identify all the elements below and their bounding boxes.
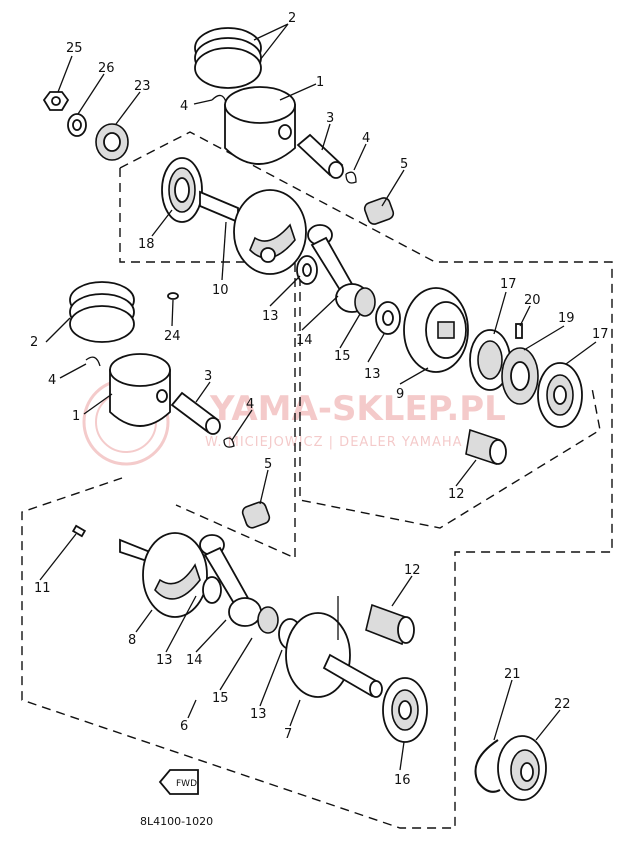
piston-pin-lower (170, 391, 221, 435)
callout-12-lower: 12 (404, 563, 421, 578)
callout-5-upper: 5 (400, 157, 408, 172)
middle-bearing-outline (299, 262, 601, 529)
piston-pin-upper (296, 133, 344, 179)
callout-17-right: 17 (592, 327, 609, 342)
callout-23: 23 (134, 79, 151, 94)
callout-20: 20 (524, 293, 541, 308)
leader-lines (39, 23, 597, 771)
callout-numbers: 25 26 23 2 1 4 3 4 5 18 10 13 14 24 17 2… (30, 11, 609, 788)
callout-2-upper: 2 (288, 11, 296, 26)
callout-4-c: 4 (48, 373, 56, 388)
clip-upper-right (345, 171, 357, 184)
piston-rings-lower (69, 281, 135, 343)
piston-upper (224, 86, 296, 165)
callout-16: 16 (394, 773, 411, 788)
bearing-15-lower (257, 606, 279, 634)
crank-web-8 (119, 532, 208, 618)
needle-bearing-lower (241, 501, 271, 529)
callout-9: 9 (396, 387, 404, 402)
callout-13-a: 13 (262, 309, 279, 324)
connecting-rod-lower (203, 546, 262, 627)
callout-13-b: 13 (364, 367, 381, 382)
watermark: YAMA-SKLEP.PL W. MICIEJOWICZ | DEALER YA… (82, 378, 506, 466)
callout-15-upper: 15 (334, 349, 351, 364)
forward-arrow-icon: FWD (158, 769, 199, 795)
callout-8: 8 (128, 633, 136, 648)
callout-4-a: 4 (180, 99, 188, 114)
key-24 (167, 292, 179, 300)
crank-web-10 (199, 189, 307, 275)
bearing-16 (382, 677, 428, 743)
callout-26: 26 (98, 61, 115, 76)
callout-19: 19 (558, 311, 575, 326)
callout-13-d: 13 (250, 707, 267, 722)
needle-bearing-12-middle (465, 428, 507, 466)
callout-15-lower: 15 (212, 691, 229, 706)
key-11 (71, 524, 87, 538)
callout-18: 18 (138, 237, 155, 252)
bearing-19 (501, 347, 539, 405)
bearing-15-upper (354, 287, 376, 317)
callout-14-upper: 14 (296, 333, 313, 348)
callout-2-lower: 2 (30, 335, 38, 350)
crank-web-7 (285, 612, 383, 698)
crank-web-9 (403, 287, 469, 373)
callout-3-lower: 3 (204, 369, 212, 384)
dowel-pin-20 (515, 323, 523, 339)
needle-bearing-upper (363, 197, 395, 225)
callout-22: 22 (554, 697, 571, 712)
circlip-21 (474, 739, 501, 793)
piston-rings-upper (194, 27, 262, 89)
callout-1-lower: 1 (72, 409, 80, 424)
callout-21: 21 (504, 667, 521, 682)
callout-4-b: 4 (362, 131, 370, 146)
upper-crank-group-outline (21, 131, 613, 829)
callout-1-upper: 1 (316, 75, 324, 90)
callout-24: 24 (164, 329, 181, 344)
callout-17-left: 17 (500, 277, 517, 292)
clip-lower-right (223, 437, 235, 448)
callout-7: 7 (284, 727, 292, 742)
bearing-18 (161, 157, 203, 223)
callout-3-upper: 3 (326, 111, 334, 126)
piston-lower (109, 353, 171, 427)
clip-lower-left (85, 356, 101, 367)
fwd-label: FWD (176, 779, 197, 789)
callout-10: 10 (212, 283, 229, 298)
callout-13-c: 13 (156, 653, 173, 668)
callout-5-lower: 5 (264, 457, 272, 472)
bearing-17-right (537, 362, 583, 428)
clip-upper-left (211, 94, 227, 103)
callout-14-lower: 14 (186, 653, 203, 668)
callout-4-d: 4 (246, 397, 254, 412)
washer-13-lower (202, 576, 222, 604)
needle-bearing-12-lower (365, 603, 415, 646)
lower-crank-group-outline (119, 168, 296, 560)
callout-11: 11 (34, 581, 51, 596)
drawing-code: 8L4100-1020 (140, 815, 213, 828)
callout-6: 6 (180, 719, 188, 734)
callout-25: 25 (66, 41, 83, 56)
seal-22 (497, 735, 547, 801)
callout-12-middle: 12 (448, 487, 465, 502)
watermark-sub-text: W. MICIEJOWICZ | DEALER YAMAHA (205, 435, 463, 450)
watermark-main-text: YAMA-SKLEP.PL (209, 389, 506, 429)
